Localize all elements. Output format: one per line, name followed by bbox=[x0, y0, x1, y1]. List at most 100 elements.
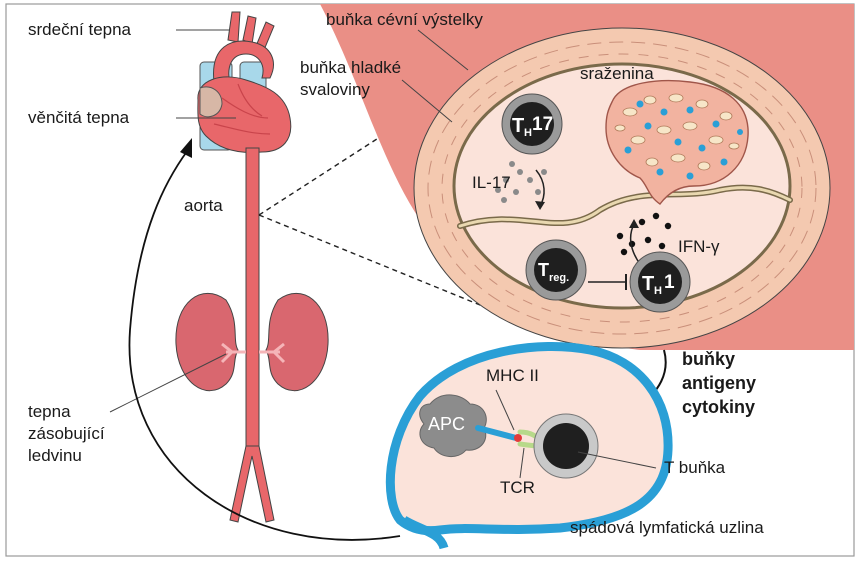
treg-cell: T reg. bbox=[525, 239, 587, 301]
th1-cell: T H 1 bbox=[629, 251, 691, 313]
clot-rbc bbox=[645, 157, 659, 167]
th17-label-main: T bbox=[512, 115, 524, 137]
label-endothelial-cell: buňka cévní výstelky bbox=[326, 10, 483, 29]
clot-platelet bbox=[698, 144, 706, 152]
clot-rbc bbox=[682, 121, 698, 131]
th17-label-num: 17 bbox=[532, 114, 553, 135]
clot-rbc bbox=[728, 142, 740, 150]
right-kidney bbox=[265, 292, 329, 391]
label-tcr: TCR bbox=[500, 478, 535, 497]
treg-label-sub: reg. bbox=[549, 272, 569, 284]
clot-platelet bbox=[656, 168, 664, 176]
clot-rbc bbox=[643, 95, 657, 105]
clot-rbc bbox=[719, 111, 733, 121]
leader-mhc bbox=[495, 389, 515, 431]
th17-label-sub: H bbox=[524, 127, 532, 139]
ifn-label: IFN-γ bbox=[678, 237, 720, 256]
ifn-dot bbox=[616, 232, 624, 240]
clot-rbc bbox=[622, 107, 638, 117]
il17-label: IL-17 bbox=[472, 173, 511, 192]
leader-t-cell bbox=[577, 451, 657, 469]
label-mhc: MHC II bbox=[486, 366, 539, 385]
aortic-arch bbox=[213, 40, 274, 85]
il17-dot bbox=[509, 161, 515, 167]
clot-rbc bbox=[614, 124, 626, 132]
antigen-peptide bbox=[514, 434, 522, 442]
left-kidney bbox=[175, 292, 239, 391]
treg-cell-core bbox=[534, 248, 578, 292]
leader-endothelial bbox=[417, 29, 469, 71]
leader-renal bbox=[109, 353, 227, 413]
th1-cell-core bbox=[638, 260, 682, 304]
th1-label-main: T bbox=[642, 273, 654, 295]
ifn-dot bbox=[620, 248, 628, 256]
right-atrium bbox=[199, 86, 223, 118]
ifn-dot bbox=[644, 236, 652, 244]
clot-platelet bbox=[720, 158, 728, 166]
clot-rbc bbox=[695, 99, 709, 109]
label-aorta: aorta bbox=[184, 196, 223, 215]
il17-cytokines bbox=[495, 161, 547, 203]
clot-platelet bbox=[737, 129, 743, 135]
return-arrowhead bbox=[180, 138, 192, 158]
zoom-line-top bbox=[258, 87, 457, 216]
th1-label-num: 1 bbox=[664, 272, 675, 293]
clot-rbc bbox=[656, 125, 672, 135]
endothelial-fold-inner bbox=[458, 186, 792, 228]
ifn-dot bbox=[652, 212, 660, 220]
label-renal-2: zásobující bbox=[28, 424, 105, 443]
descending-aorta bbox=[245, 147, 260, 449]
clot-rbc bbox=[697, 161, 711, 171]
renal-arteries bbox=[220, 342, 286, 364]
clot-rbc bbox=[630, 135, 646, 145]
th17-cell: T H 17 bbox=[501, 93, 563, 155]
clot-platelet bbox=[636, 100, 644, 108]
treg-label-main: T bbox=[538, 260, 549, 280]
ifn-arrowhead bbox=[629, 219, 639, 228]
clot-rbc bbox=[668, 93, 684, 103]
clot-platelet bbox=[712, 120, 720, 128]
clot-platelet bbox=[624, 146, 632, 154]
heart-illustration bbox=[197, 11, 292, 523]
clot-platelet bbox=[644, 122, 652, 130]
coronary-vessels bbox=[213, 83, 271, 135]
label-renal-3: ledvinu bbox=[28, 446, 82, 465]
label-renal-1: tepna bbox=[28, 402, 71, 421]
label-t-cell: T buňka bbox=[664, 458, 726, 477]
ifn-dot bbox=[658, 242, 666, 250]
th1-label-sub: H bbox=[654, 285, 662, 297]
il17-dot bbox=[501, 197, 507, 203]
clot-rbc bbox=[708, 135, 724, 145]
il17-dot bbox=[527, 177, 533, 183]
il17-dot bbox=[513, 189, 519, 195]
aortic-branch-1 bbox=[227, 11, 241, 43]
smooth-muscle-layer bbox=[427, 41, 817, 335]
label-cardiac-artery: věnčitá tepna bbox=[28, 108, 130, 127]
clot bbox=[605, 79, 749, 205]
il17-dot bbox=[495, 187, 501, 193]
kidneys bbox=[175, 292, 329, 391]
label-arrow-antigens: antigeny bbox=[682, 373, 757, 393]
il17-dot bbox=[541, 169, 547, 175]
clot-platelet bbox=[686, 106, 694, 114]
t-cell-core bbox=[543, 423, 589, 469]
clot-platelet bbox=[674, 138, 682, 146]
clot-platelet bbox=[686, 172, 694, 180]
il17-dot bbox=[503, 177, 509, 183]
apc-cell bbox=[419, 394, 487, 457]
artery-cross-section bbox=[320, 4, 854, 350]
ifn-dot bbox=[638, 218, 646, 226]
label-clot: sraženina bbox=[580, 64, 654, 83]
return-arrow bbox=[128, 149, 401, 541]
ifn-dot bbox=[664, 222, 672, 230]
apc-label: APC bbox=[428, 414, 465, 434]
zoom-line-bottom bbox=[258, 214, 513, 319]
label-arrow-cytokines: cytokiny bbox=[682, 397, 756, 417]
il17-arrowhead bbox=[535, 201, 545, 210]
clot-rbc bbox=[670, 153, 686, 163]
il17-dot bbox=[517, 169, 523, 175]
smooth-muscle-layer-inner bbox=[441, 53, 803, 323]
iliac-arteries bbox=[229, 445, 275, 523]
